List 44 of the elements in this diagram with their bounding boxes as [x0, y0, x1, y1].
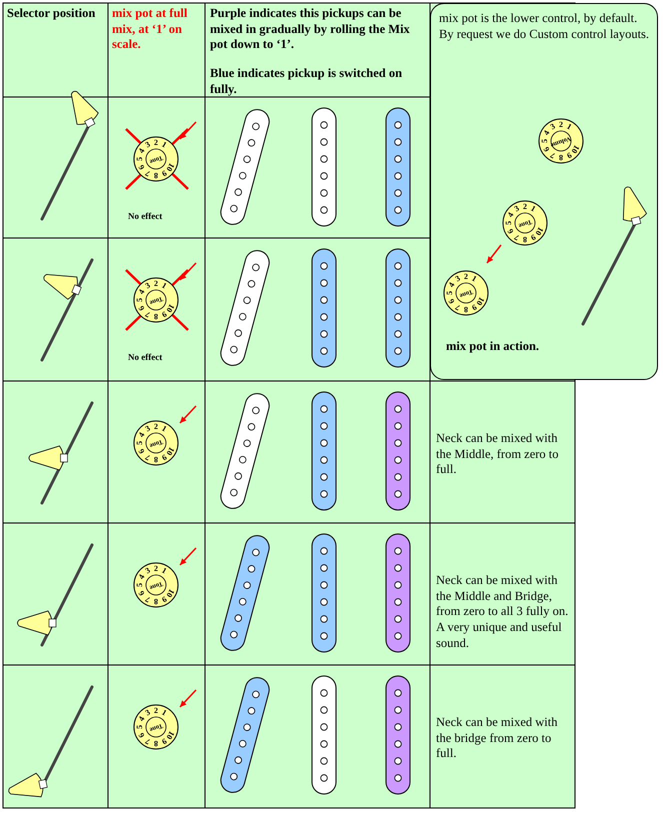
scale-number: 1 [564, 120, 574, 134]
scale-number: 1 [159, 280, 170, 293]
scale-number: 5 [445, 290, 455, 297]
scale-number: 8 [153, 170, 159, 180]
column-header: Purple indicates this pickups can be mixed in gradually by rolling the Mix pot down to ‘1’. [210, 6, 411, 53]
scale-number: 1 [159, 706, 170, 720]
scale-number: 2 [153, 706, 159, 716]
scale-number: 8 [153, 738, 159, 748]
scale-number: 2 [153, 564, 159, 574]
row-description: Neck can be mixed with the bridge from zero to full. [436, 715, 558, 762]
scale-number: 5 [135, 724, 145, 731]
scale-number: 5 [135, 582, 145, 589]
scale-number: 1 [528, 202, 538, 216]
column-header: Blue indicates pickup is switched on fully. [210, 66, 404, 98]
scale-number: 5 [135, 440, 145, 447]
scale-number: 8 [153, 596, 159, 606]
scale-number: 5 [540, 138, 550, 145]
scale-number: 2 [558, 120, 564, 130]
scale-number: 1 [159, 422, 170, 436]
scale-number: 1 [159, 138, 170, 152]
scale-number: 5 [135, 156, 145, 163]
scale-number: 8 [558, 152, 564, 162]
scale-number: 2 [463, 272, 469, 282]
panel-caption: mix pot in action. [446, 339, 540, 355]
column-header: Selector position [7, 6, 96, 22]
note: No effect [128, 352, 164, 364]
scale-number: 5 [135, 297, 145, 304]
panel-text: mix pot is the lower control, by default. By request we do Custom control layouts. [439, 11, 650, 42]
row-description: Neck can be mixed with the Middle, from zero to full. [436, 431, 560, 478]
scale-number: 8 [153, 454, 159, 464]
note: No effect [128, 211, 164, 222]
row-description: Neck can be mixed with the Middle and Bridge, from zero to all 3 fully on. A very unique and useful sound. [436, 573, 570, 652]
scale-number: 2 [153, 138, 159, 148]
column-header: mix pot at full mix, at ‘1’ on scale. [112, 6, 188, 53]
scale-number: 5 [504, 220, 514, 227]
callout-panel [430, 3, 658, 380]
scale-number: 1 [469, 272, 480, 286]
scale-number: 8 [153, 311, 159, 321]
scale-number: 8 [522, 234, 528, 244]
scale-number: 2 [522, 202, 528, 212]
scale-number: 8 [463, 304, 469, 314]
scale-number: 2 [153, 422, 159, 432]
scale-number: 2 [153, 279, 159, 289]
scale-number: 1 [159, 564, 170, 578]
